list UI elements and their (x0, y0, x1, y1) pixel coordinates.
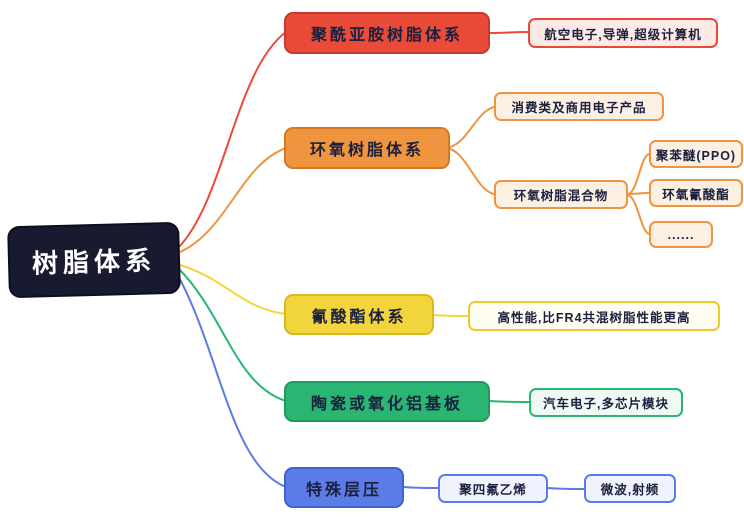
branch-cyanate[interactable]: 氰酸酯体系 (284, 294, 434, 335)
edge-epoxy-blend (449, 148, 495, 195)
leaf-cyanate-performance-label: 高性能,比FR4共混树脂性能更高 (497, 310, 691, 325)
leaf-ceramic-applications-label: 汽车电子,多芯片模块 (543, 397, 669, 411)
leaf-ptfe-label: 聚四氟乙烯 (459, 483, 527, 497)
edge-cyanate-perf (433, 314, 469, 317)
edge-blend-epoxycyanate (627, 192, 650, 195)
branch-epoxy[interactable]: 环氧树脂体系 (284, 127, 450, 169)
branch-polyimide[interactable]: 聚酰亚胺树脂体系 (284, 12, 490, 54)
leaf-epoxy-consumer-label: 消费类及商用电子产品 (511, 101, 647, 115)
edge-root-polyimide (177, 31, 287, 249)
leaf-microwave-rf[interactable]: 微波,射频 (584, 474, 676, 503)
leaf-polyimide-applications[interactable]: 航空电子,导弹,超级计算机 (528, 18, 718, 48)
branch-polyimide-label: 聚酰亚胺树脂体系 (310, 27, 463, 44)
leaf-epoxy-cyanate-label: 环氧氰酸酯 (662, 187, 730, 202)
root-node-label: 树脂体系 (31, 244, 157, 279)
leaf-ppo[interactable]: 聚苯醚(PPO) (649, 140, 743, 168)
leaf-ceramic-applications[interactable]: 汽车电子,多芯片模块 (529, 388, 683, 417)
edge-ptfe-rf (547, 487, 585, 490)
edge-epoxy-consumer (449, 106, 495, 148)
leaf-epoxy-cyanate[interactable]: 环氧氰酸酯 (649, 179, 743, 207)
leaf-epoxy-blend-label: 环氧树脂混合物 (513, 189, 609, 203)
branch-cyanate-label: 氰酸酯体系 (311, 308, 407, 326)
branch-ceramic-label: 陶瓷或氧化铝基板 (310, 395, 463, 413)
leaf-epoxy-consumer[interactable]: 消费类及商用电子产品 (494, 92, 664, 121)
leaf-microwave-rf-label: 微波,射频 (600, 483, 660, 497)
edge-root-special (175, 271, 287, 488)
branch-epoxy-label: 环氧树脂体系 (309, 142, 424, 159)
leaf-epoxy-etc-label: ...... (667, 227, 695, 242)
edge-ceramic-use (489, 400, 530, 403)
edge-root-cyanate (179, 264, 287, 315)
root-node[interactable]: 树脂体系 (7, 221, 181, 299)
leaf-epoxy-blend[interactable]: 环氧树脂混合物 (494, 180, 628, 209)
edge-root-epoxy (179, 147, 287, 253)
edge-blend-ppo (627, 153, 650, 195)
edge-blend-etc (627, 194, 650, 235)
edge-special-ptfe (403, 486, 439, 489)
branch-special-laminate-label: 特殊层压 (305, 481, 382, 499)
leaf-epoxy-etc[interactable]: ...... (649, 221, 713, 248)
edge-polyimide-use (489, 31, 529, 34)
leaf-ptfe[interactable]: 聚四氟乙烯 (438, 474, 548, 503)
leaf-ppo-label: 聚苯醚(PPO) (655, 148, 737, 163)
edge-root-ceramic (177, 267, 287, 402)
branch-ceramic[interactable]: 陶瓷或氧化铝基板 (284, 381, 490, 422)
leaf-cyanate-performance[interactable]: 高性能,比FR4共混树脂性能更高 (468, 301, 720, 331)
leaf-polyimide-applications-label: 航空电子,导弹,超级计算机 (544, 27, 702, 42)
branch-special-laminate[interactable]: 特殊层压 (284, 467, 404, 508)
